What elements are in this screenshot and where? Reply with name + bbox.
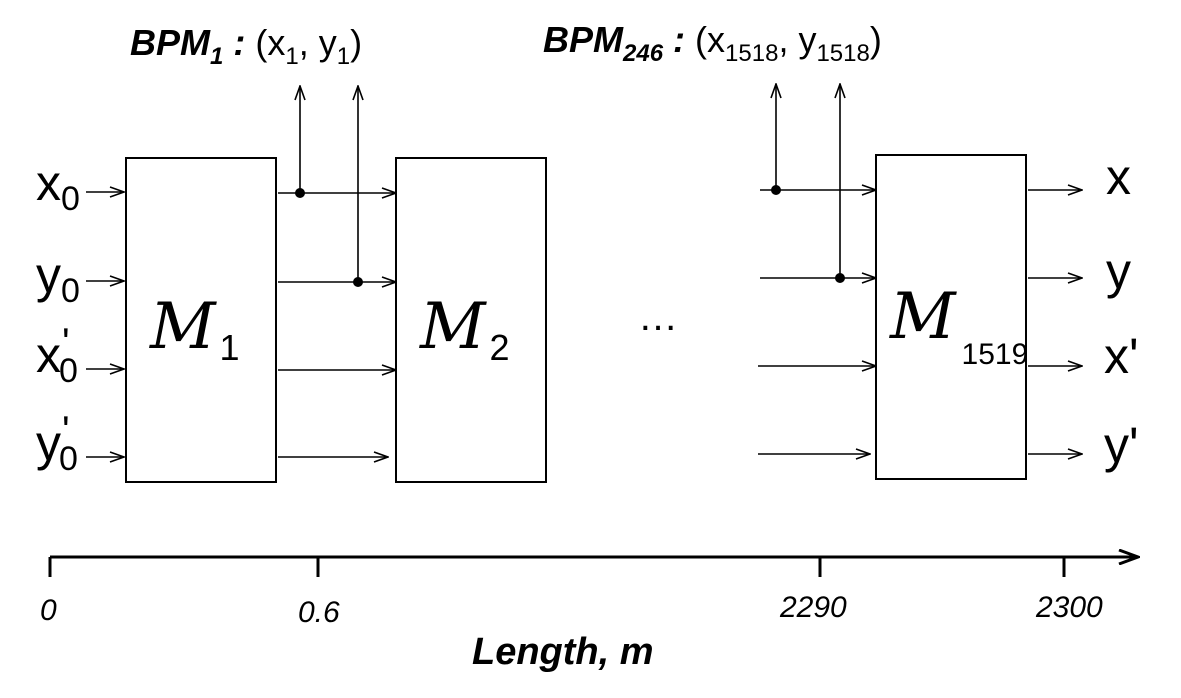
bpm-label-1: BPM1 : (x1, y1): [130, 22, 362, 70]
output-label-yprime: y': [1104, 417, 1139, 473]
axis-label: Length, m: [472, 631, 654, 673]
input-prime-x: ': [62, 321, 70, 365]
map-box-1519: [875, 154, 1027, 480]
input-label-yprime0: y0: [36, 415, 78, 478]
map-label-1519: M1519: [889, 280, 1028, 371]
axis-tick-label-2290: 2290: [779, 591, 847, 624]
axis-tick-label-0.6: 0.6: [298, 596, 340, 629]
output-label-xprime: x': [1104, 328, 1139, 384]
ellipsis: …: [638, 295, 678, 339]
input-label-xprime0: x0: [36, 327, 78, 390]
output-label-x: x: [1106, 149, 1131, 205]
bpm1-y-tap-dot: [353, 277, 363, 287]
axis-tick-label-0: 0: [40, 594, 57, 627]
bpm-label-246: BPM246 : (x1518, y1518): [543, 19, 882, 67]
input-label-x0: x0: [36, 155, 80, 218]
input-label-y0: y0: [36, 247, 80, 310]
bpm1-x-tap-dot: [295, 188, 305, 198]
axis-tick-label-2300: 2300: [1035, 591, 1103, 624]
map-box-2: [395, 157, 547, 483]
output-label-y: y: [1106, 243, 1131, 299]
map-box-1: [125, 157, 277, 483]
bpm246-y-tap-dot: [835, 273, 845, 283]
input-prime-y: ': [62, 409, 70, 453]
bpm246-x-tap-dot: [771, 185, 781, 195]
